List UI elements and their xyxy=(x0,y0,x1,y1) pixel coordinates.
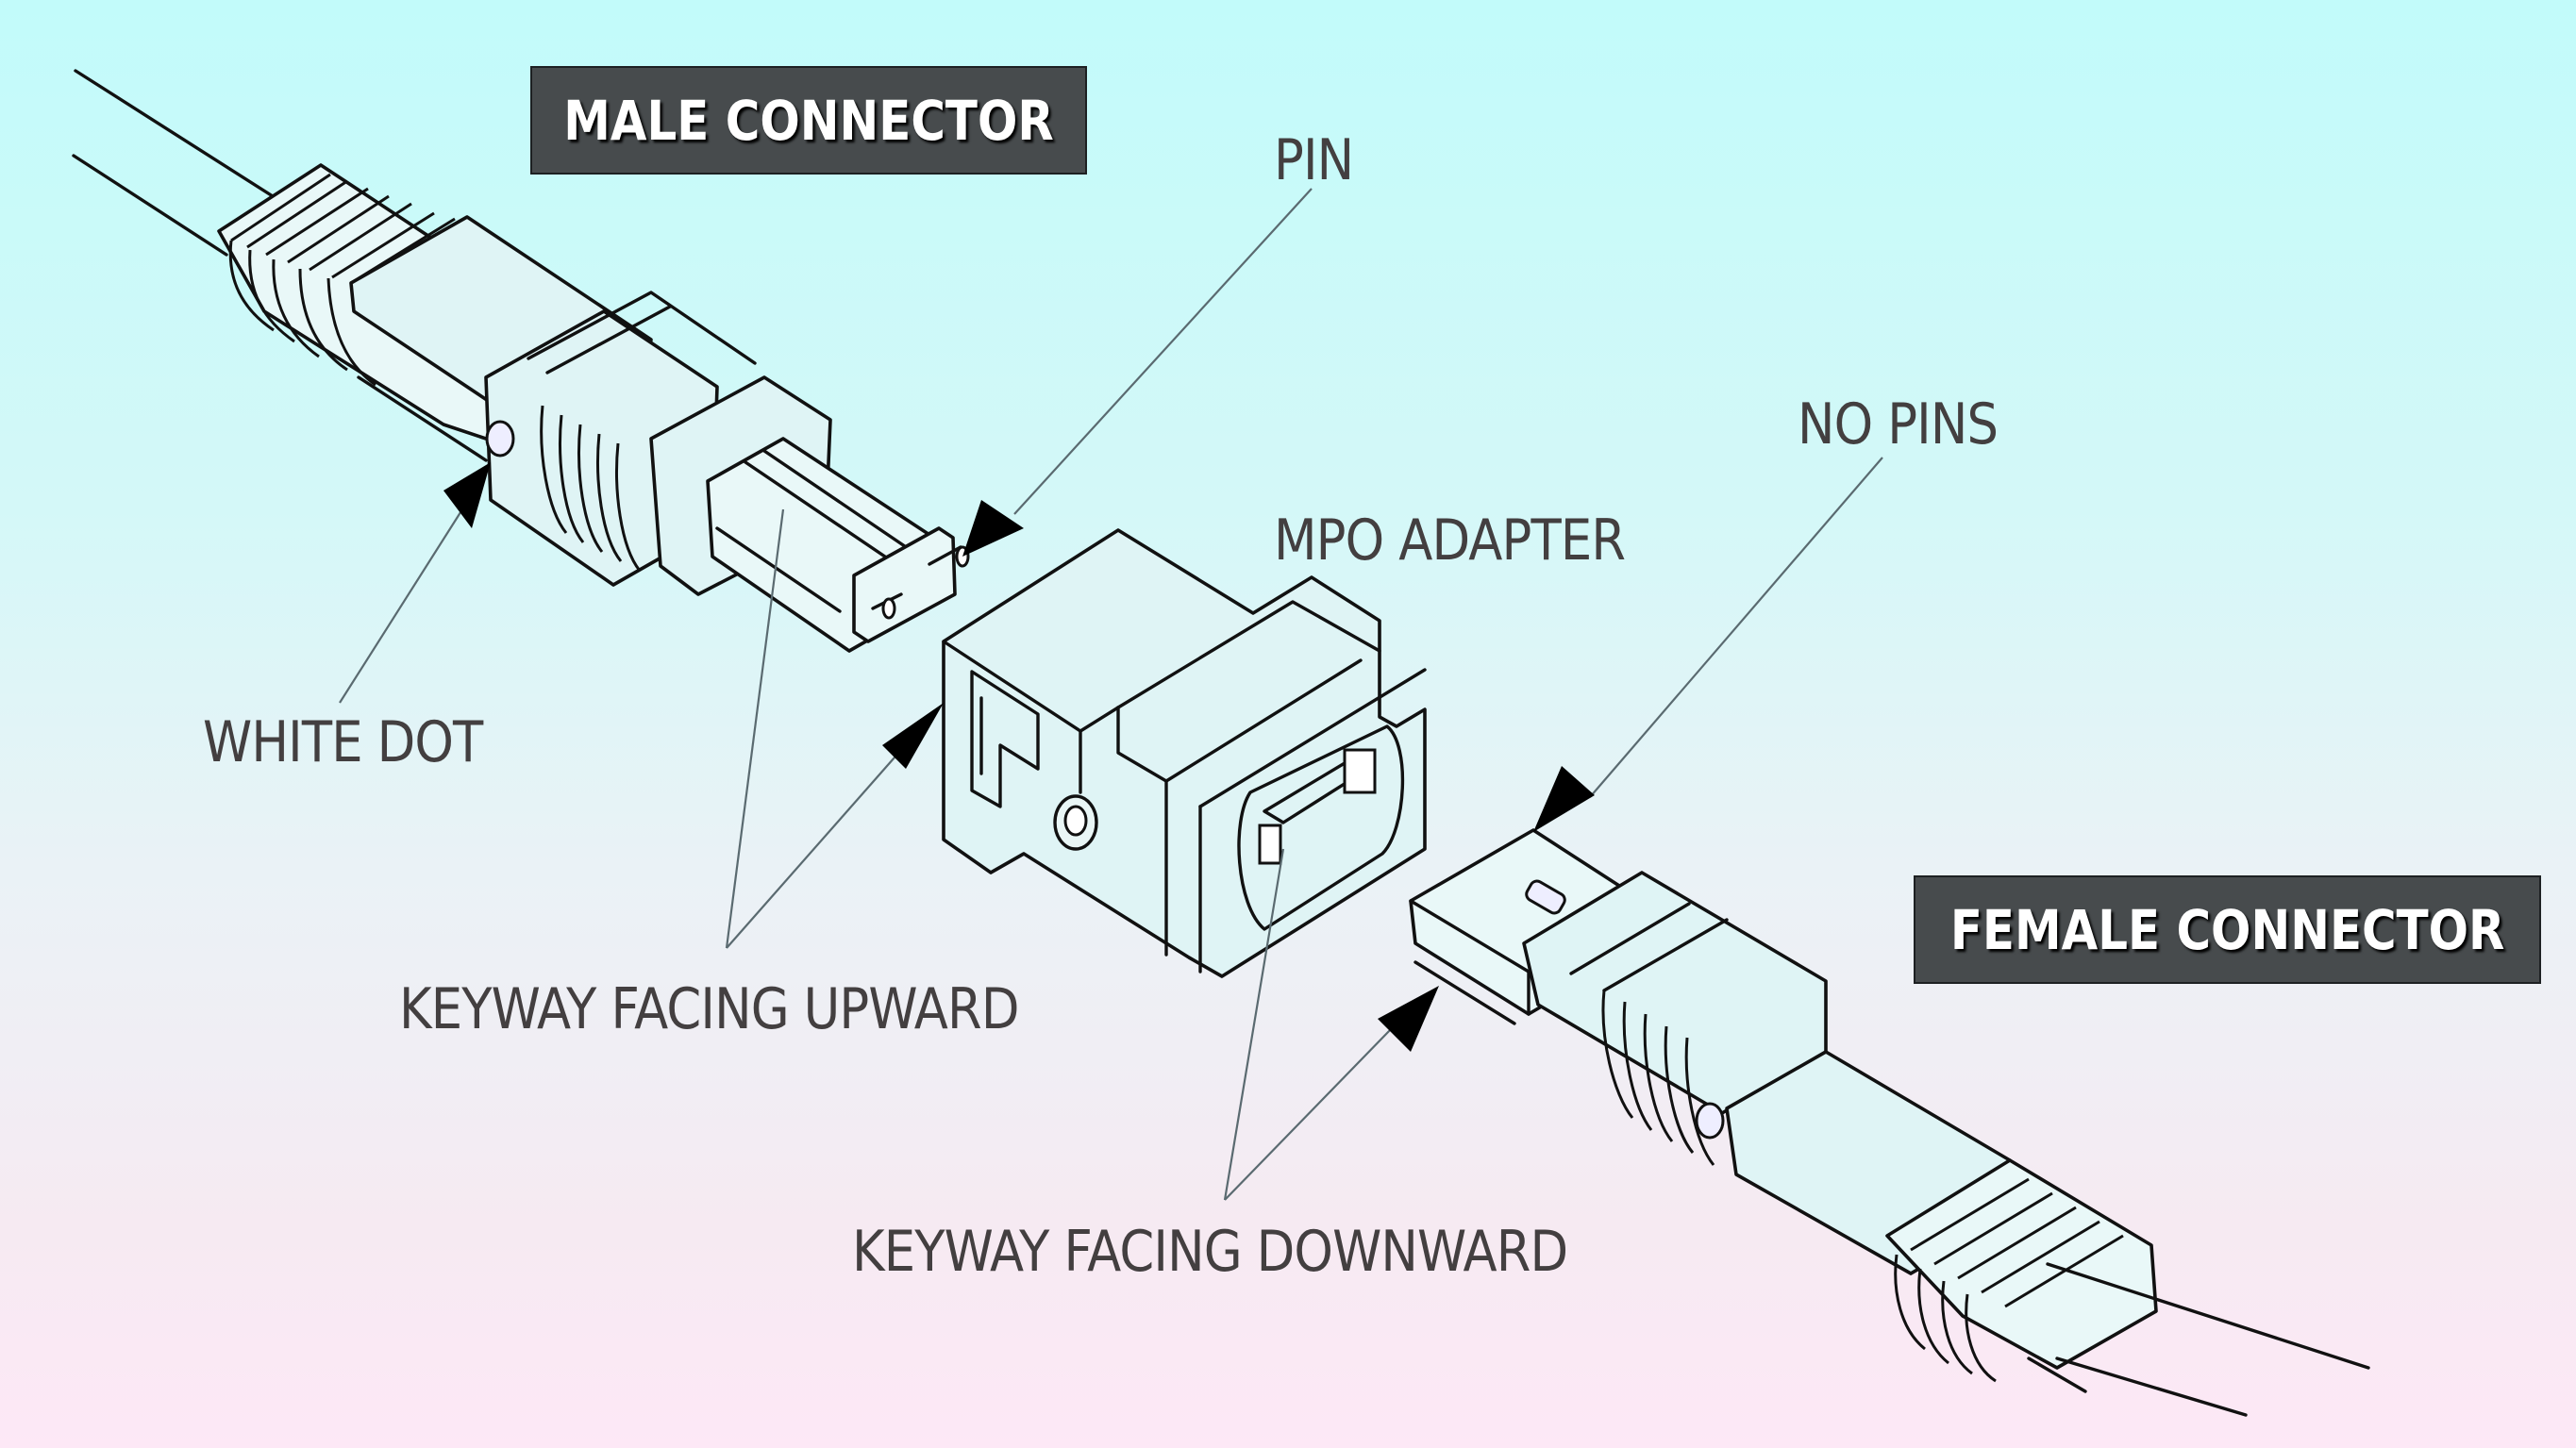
label-pin: PIN xyxy=(1274,127,1354,193)
arrow-keyway-downward xyxy=(1378,986,1439,1052)
male-cable xyxy=(72,69,285,257)
arrow-white-dot xyxy=(443,462,491,528)
adapter-keyway-upward xyxy=(970,670,1040,808)
female-cable xyxy=(2027,1262,2370,1417)
male-ferrule xyxy=(706,437,970,653)
label-keyway-upward: KEYWAY FACING UPWARD xyxy=(399,976,1020,1042)
guide-pins xyxy=(871,545,970,620)
leader-keyway-upward xyxy=(725,508,944,949)
female-front-housing xyxy=(1522,871,1828,1166)
arrow-keyway-upward xyxy=(882,703,944,769)
arrow-no-pins xyxy=(1533,766,1595,832)
female-connector xyxy=(1409,828,2370,1417)
female-connector-tag-text: FEMALE CONNECTOR xyxy=(1949,897,2505,962)
white-dot xyxy=(485,420,515,458)
leader-white-dot xyxy=(339,462,491,704)
label-mpo-adapter: MPO ADAPTER xyxy=(1274,508,1626,574)
male-connector-tag-text: MALE CONNECTOR xyxy=(563,88,1054,153)
adapter-port xyxy=(1237,724,1405,931)
label-keyway-downward: KEYWAY FACING DOWNWARD xyxy=(852,1219,1568,1285)
leader-keyway-downward xyxy=(1223,848,1439,1201)
leader-no-pins xyxy=(1533,457,1883,832)
male-connector xyxy=(72,69,970,653)
female-ferrule-window xyxy=(1525,879,1566,915)
mpo-adapter xyxy=(942,528,1427,978)
male-connector-tag: MALE CONNECTOR xyxy=(530,66,1087,175)
female-dot xyxy=(1695,1102,1725,1140)
label-no-pins: NO PINS xyxy=(1798,391,1999,458)
arrow-pin xyxy=(962,500,1024,557)
adapter-mount-hole xyxy=(1053,794,1098,851)
leader-pin xyxy=(962,188,1313,557)
female-boot xyxy=(1885,1158,2158,1383)
label-white-dot: WHITE DOT xyxy=(203,709,483,775)
female-connector-tag: FEMALE CONNECTOR xyxy=(1914,875,2541,984)
